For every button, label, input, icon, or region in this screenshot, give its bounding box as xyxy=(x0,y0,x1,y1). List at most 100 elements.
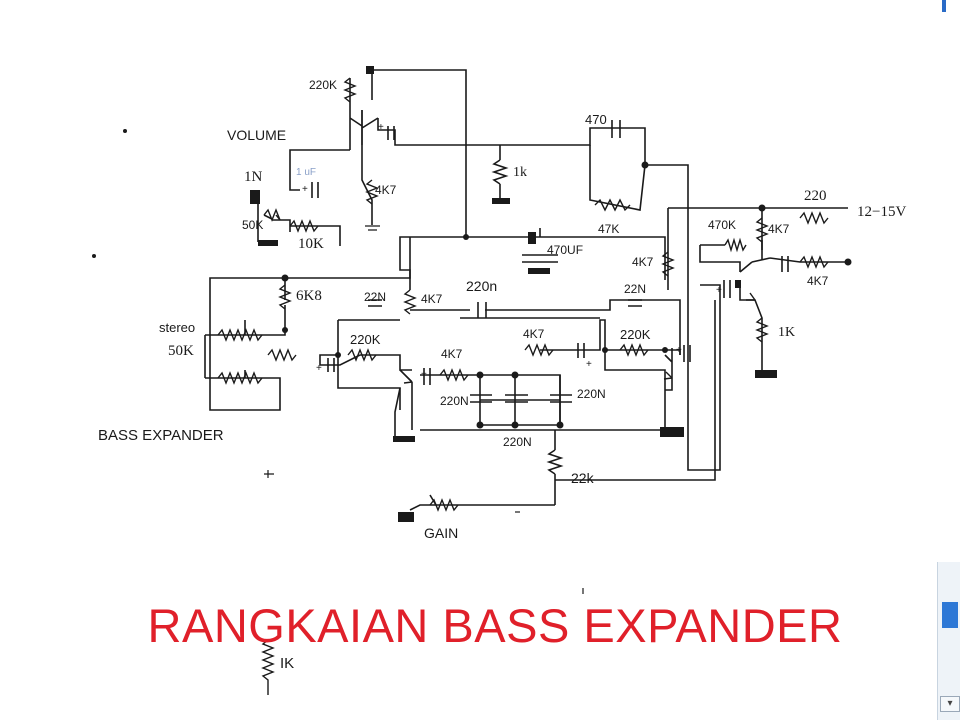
capacitor-22n-right xyxy=(628,299,642,307)
pot-gain xyxy=(429,498,459,512)
label-1uf: 1 uF xyxy=(296,167,316,178)
label-220k-right: 220K xyxy=(620,327,651,342)
stray-dot xyxy=(92,254,96,258)
capacitor-470uf xyxy=(522,254,558,263)
label-22n-left: 22N xyxy=(364,290,386,304)
label-ik-bottom: IK xyxy=(280,655,294,672)
resistor-220k-top xyxy=(343,77,357,103)
plus-mark: + xyxy=(716,285,722,296)
junction xyxy=(463,234,469,240)
scrollbar-edge[interactable]: ▾ xyxy=(937,562,960,720)
label-10k: 10K xyxy=(298,236,324,252)
resistor-220k-right xyxy=(619,343,649,357)
resistor-1k-out xyxy=(755,317,769,343)
resistor-4k7-vol xyxy=(365,179,379,205)
label-47k: 47K xyxy=(598,222,619,236)
ground-4k7-vol xyxy=(365,225,380,231)
junction xyxy=(511,371,519,379)
resistor-4k7-out-a xyxy=(755,217,769,243)
label-220-supply: 220 xyxy=(804,188,827,204)
junction xyxy=(556,421,564,429)
label-1k-out: 1K xyxy=(778,325,795,340)
capacitor-22n-left xyxy=(368,299,382,307)
label-22k: 22k xyxy=(571,470,595,486)
resistor-10k xyxy=(289,219,319,233)
label-4k7-out-b: 4K7 xyxy=(807,274,829,288)
label-bass-expander: BASS EXPANDER xyxy=(98,427,224,444)
junction xyxy=(735,280,741,288)
ground-left xyxy=(393,436,415,442)
resistor-input-b xyxy=(267,348,297,362)
label-50k-vol: 50K xyxy=(242,218,263,232)
capacitor-right-out xyxy=(683,345,691,362)
label-supply-voltage: 12−15V xyxy=(857,204,906,220)
junctions xyxy=(92,66,852,429)
junction xyxy=(335,352,341,358)
label-4k7-out-a: 4K7 xyxy=(768,222,790,236)
resistor-4k7-center-top xyxy=(524,343,554,357)
resistor-47k xyxy=(594,198,631,212)
junction xyxy=(511,421,519,429)
capacitor-470 xyxy=(611,120,621,138)
resistor-220k-left xyxy=(347,348,377,362)
scrollbar-thumb[interactable] xyxy=(942,602,958,628)
transistors xyxy=(361,110,756,384)
capacitor-input xyxy=(327,358,335,372)
resistors xyxy=(217,77,829,695)
label-stereo: stereo xyxy=(159,320,195,335)
label-220n-top: 220n xyxy=(466,278,497,294)
junction xyxy=(602,347,608,353)
ground-1k-out xyxy=(755,370,777,378)
label-220k-left: 220K xyxy=(350,332,381,347)
junction xyxy=(476,371,484,379)
resistor-4k7-left xyxy=(403,289,417,315)
plus-mark: + xyxy=(421,369,427,380)
pot-50k-vol xyxy=(263,208,281,222)
grounds xyxy=(258,198,777,522)
input-terminal-1n xyxy=(250,190,260,204)
label-220k-top: 220K xyxy=(309,78,337,92)
stray-marks xyxy=(264,470,584,594)
pot-50k-stereo-a xyxy=(217,328,263,342)
label-4k7-center: 4K7 xyxy=(441,347,463,361)
ground-470uf xyxy=(528,268,550,274)
label-220n-c: 220N xyxy=(503,435,532,449)
cap-470uf-top xyxy=(528,232,536,244)
capacitor-out xyxy=(781,256,789,272)
pot-50k-stereo-b xyxy=(217,371,263,385)
top-terminal xyxy=(366,66,374,74)
capacitor-center-in xyxy=(423,368,431,385)
capacitor-vol-out xyxy=(387,126,395,140)
label-volume: VOLUME xyxy=(227,127,286,143)
junction xyxy=(758,204,766,212)
transistor-left-arrow xyxy=(403,375,413,384)
plus-mark: + xyxy=(676,345,682,356)
resistor-4k7-mid-right xyxy=(661,251,675,277)
ground-right xyxy=(660,427,684,437)
scroll-down-icon[interactable]: ▾ xyxy=(940,696,960,712)
capacitor-out-in xyxy=(723,280,731,298)
label-220n-b: 220N xyxy=(577,387,606,401)
polarity-marks: + + + + + + + xyxy=(302,122,722,380)
capacitor-220n-b xyxy=(505,394,528,403)
label-22n-right: 22N xyxy=(624,282,646,296)
ground-gain xyxy=(398,512,414,522)
capacitor-220n-c xyxy=(550,394,572,403)
resistor-6k8 xyxy=(278,284,292,310)
label-470uf: 470UF xyxy=(547,243,583,257)
capacitor-220n-top xyxy=(477,302,487,318)
resistor-ik-bottom xyxy=(261,639,275,695)
labels: VOLUME 1N 220K 1 uF 50K 10K 4K7 1k 470 4… xyxy=(98,78,906,672)
capacitor-220n-a xyxy=(470,394,492,403)
label-470: 470 xyxy=(585,112,607,127)
plus-mark: + xyxy=(302,184,308,195)
resistor-4k7-center xyxy=(439,368,469,382)
capacitor-1uf xyxy=(311,182,319,198)
ground-vol-pot xyxy=(258,240,278,246)
stray-dot xyxy=(123,129,127,133)
junction xyxy=(641,161,649,169)
resistor-470k xyxy=(724,237,747,253)
resistor-220-supply xyxy=(799,211,829,225)
plus-mark: + xyxy=(378,122,384,133)
